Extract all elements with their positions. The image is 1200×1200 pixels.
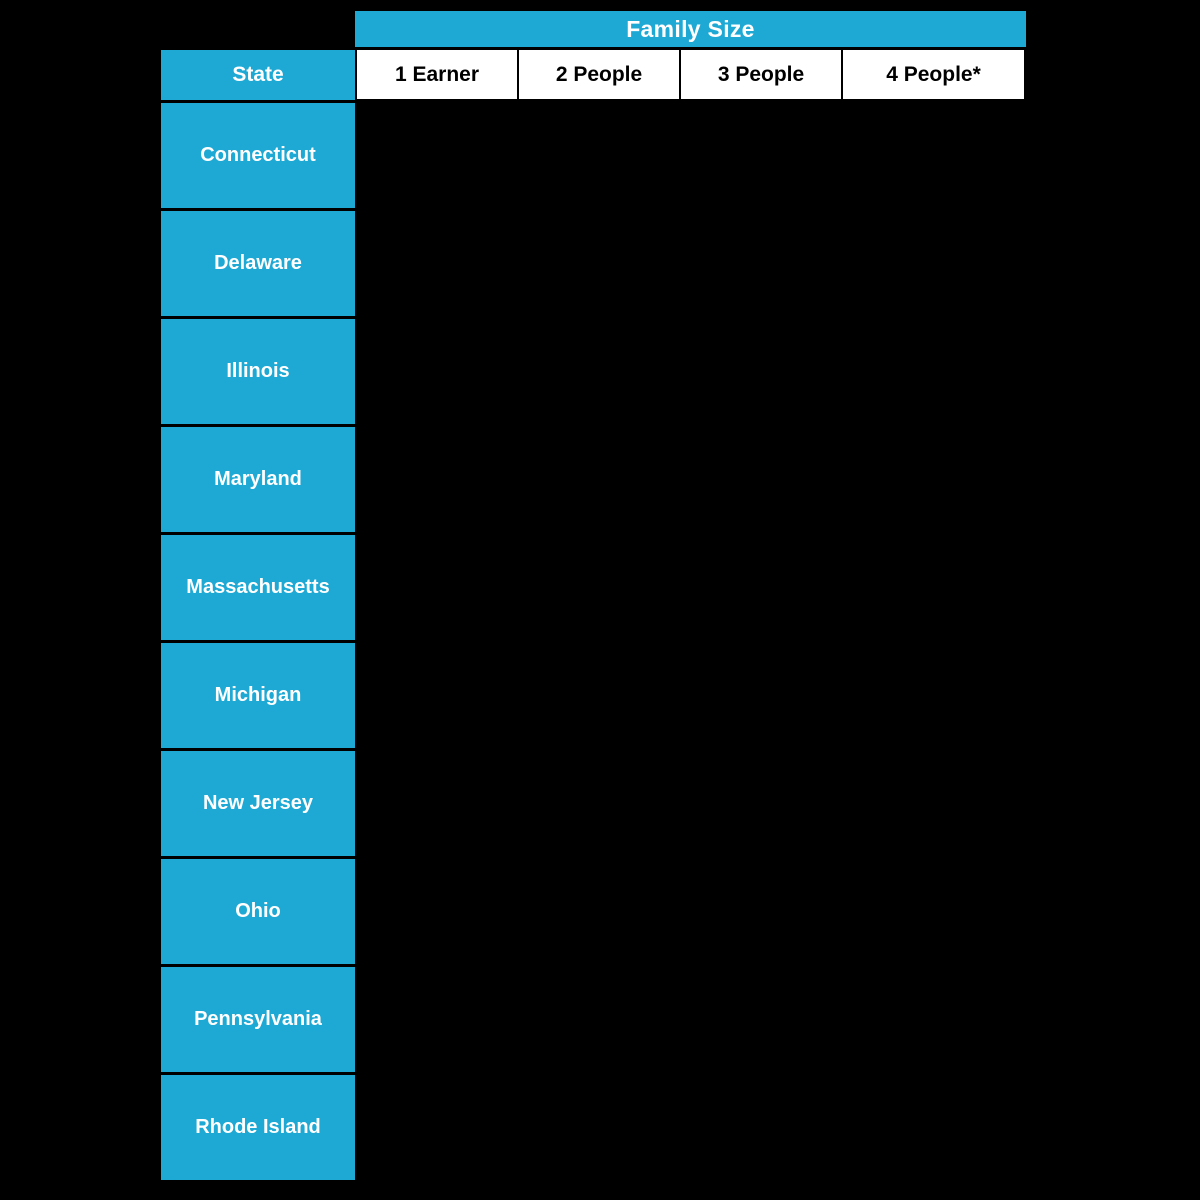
state-column-header: State	[161, 50, 355, 100]
row-header-massachusetts: Massachusetts	[161, 535, 355, 640]
row-header-illinois: Illinois	[161, 319, 355, 424]
data-cells-region-not-visible	[357, 101, 1024, 1181]
column-header-2-people: 2 People	[519, 50, 679, 99]
row-header-pennsylvania: Pennsylvania	[161, 967, 355, 1072]
row-header-ohio: Ohio	[161, 859, 355, 964]
column-header-3-people: 3 People	[681, 50, 841, 99]
row-header-delaware: Delaware	[161, 211, 355, 316]
row-header-connecticut: Connecticut	[161, 103, 355, 208]
row-header-michigan: Michigan	[161, 643, 355, 748]
row-header-maryland: Maryland	[161, 427, 355, 532]
family-size-group-header: Family Size	[355, 11, 1026, 47]
column-header-1-earner: 1 Earner	[357, 50, 517, 99]
row-header-rhode-island: Rhode Island	[161, 1075, 355, 1180]
state-rows-container: Connecticut Delaware Illinois Maryland M…	[161, 103, 355, 1180]
row-header-new-jersey: New Jersey	[161, 751, 355, 856]
column-header-4-people: 4 People*	[843, 50, 1024, 99]
